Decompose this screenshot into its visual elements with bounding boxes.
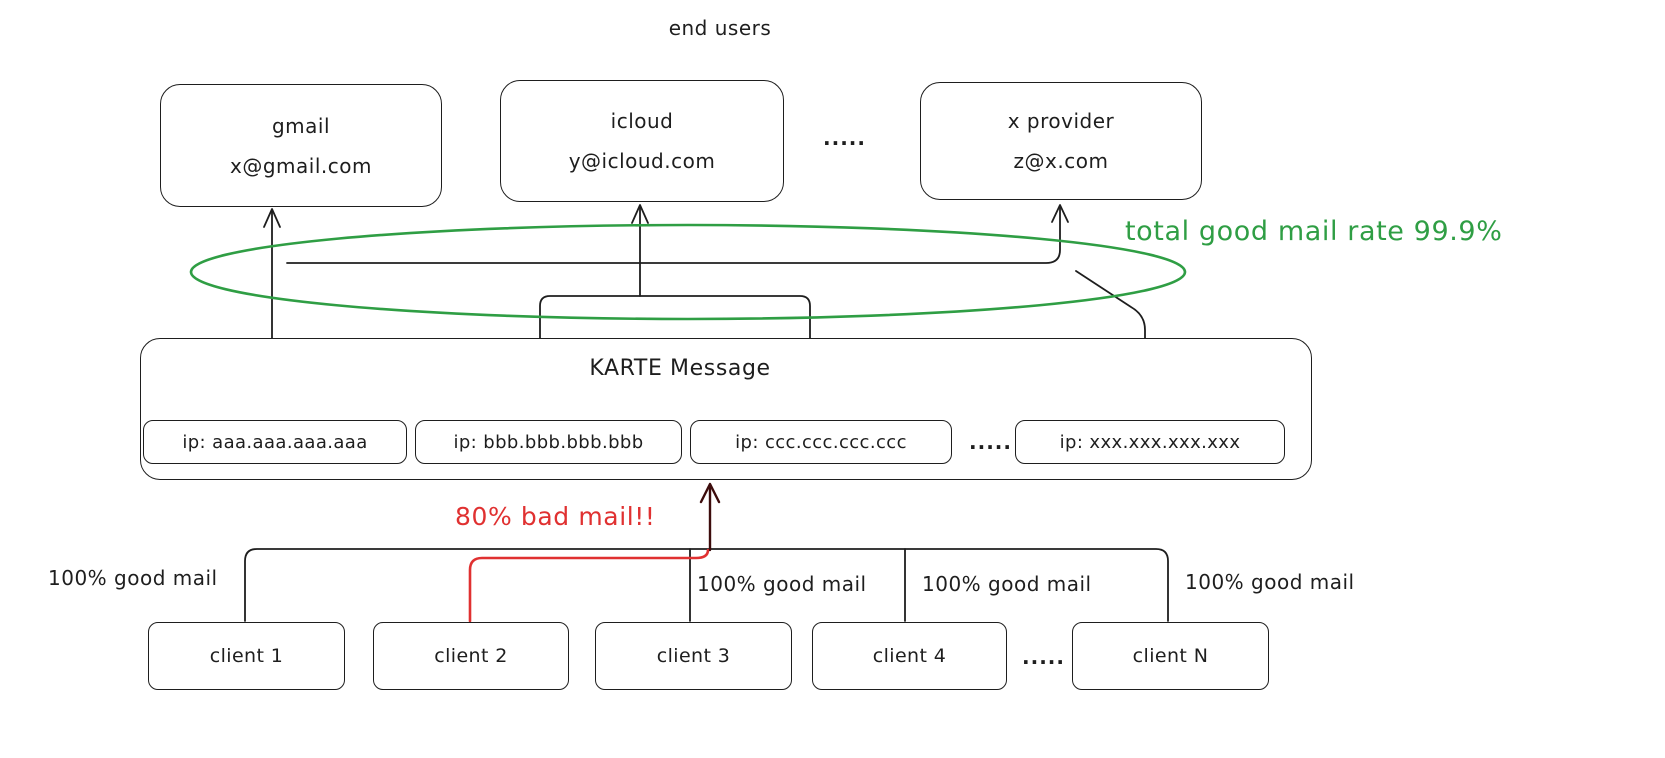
bad-mail-red-path xyxy=(468,548,710,623)
ip-box-x: ip: xxx.xxx.xxx.xxx xyxy=(1015,420,1285,464)
karte-title: KARTE Message xyxy=(589,356,771,381)
provider-box-x-provider: x provider z@x.com xyxy=(920,82,1202,200)
ip-box-a: ip: aaa.aaa.aaa.aaa xyxy=(143,420,407,464)
clients-ellipsis: ..... xyxy=(1022,645,1065,669)
good-rate-annotation: total good mail rate 99.9% xyxy=(1125,216,1503,247)
arrowhead-icloud xyxy=(631,204,649,224)
arrowhead-gmail xyxy=(263,208,281,228)
client-box-n: client N xyxy=(1072,622,1269,690)
provider-name: x provider xyxy=(1007,109,1115,133)
providers-ellipsis: ..... xyxy=(823,126,866,150)
provider-address: y@icloud.com xyxy=(568,149,716,173)
provider-box-gmail: gmail x@gmail.com xyxy=(160,84,442,207)
provider-address: x@gmail.com xyxy=(230,153,372,178)
ip-ellipsis: ..... xyxy=(969,430,1012,454)
provider-name: icloud xyxy=(610,109,674,133)
good-mail-label-4: 100% good mail xyxy=(1185,570,1355,594)
good-mail-label-1: 100% good mail xyxy=(48,566,218,590)
arrowhead-bad-mail xyxy=(699,482,721,504)
ip-box-b: ip: bbb.bbb.bbb.bbb xyxy=(415,420,682,464)
line-to-x-provider xyxy=(286,207,1061,264)
arrowhead-x-provider xyxy=(1051,204,1069,223)
client-box-2: client 2 xyxy=(373,622,569,690)
good-mail-label-2: 100% good mail xyxy=(697,572,867,596)
provider-box-icloud: icloud y@icloud.com xyxy=(500,80,784,202)
client-box-1: client 1 xyxy=(148,622,345,690)
client-box-3: client 3 xyxy=(595,622,792,690)
provider-name: gmail xyxy=(271,113,331,138)
ip-box-c: ip: ccc.ccc.ccc.ccc xyxy=(690,420,952,464)
good-rate-ellipse xyxy=(189,223,1187,321)
good-mail-label-3: 100% good mail xyxy=(922,572,1092,596)
provider-address: z@x.com xyxy=(1013,149,1109,173)
end-users-label: end users xyxy=(668,16,772,40)
bad-mail-annotation: 80% bad mail!! xyxy=(455,502,656,531)
client-box-4: client 4 xyxy=(812,622,1007,690)
